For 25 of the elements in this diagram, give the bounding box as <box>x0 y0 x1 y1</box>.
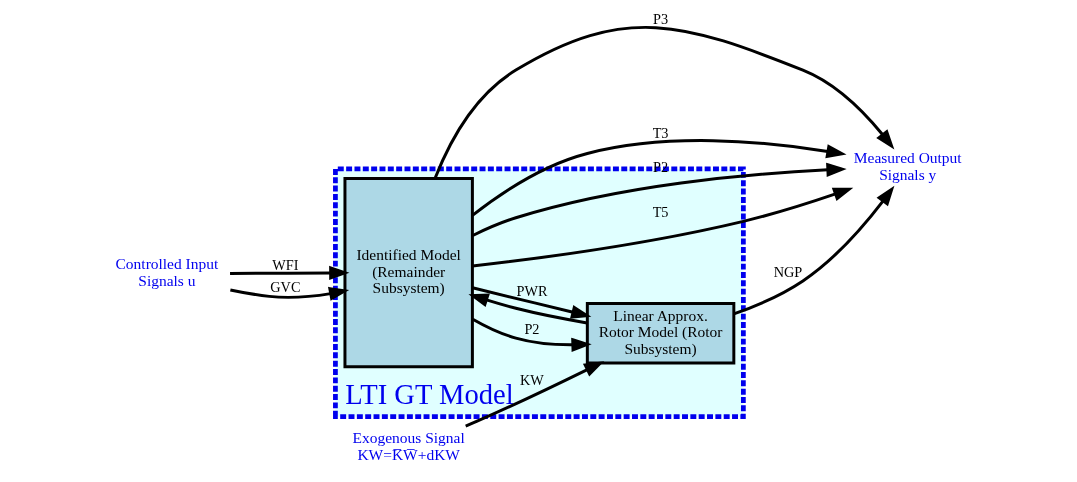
node-box: Identified Model (Remainder Subsystem) <box>343 177 474 369</box>
arrow <box>471 139 847 217</box>
arrow <box>733 185 895 316</box>
edge-label: NGP <box>773 263 803 280</box>
arrow <box>472 187 854 268</box>
edge-label: WFI <box>272 256 299 273</box>
arrow <box>472 162 847 237</box>
edge-label: GVC <box>270 279 301 296</box>
node-text: Measured Output Signals y <box>853 149 962 184</box>
node-text: Controlled Input Signals u <box>115 255 219 290</box>
edge-label: T3 <box>652 124 669 141</box>
edge-label: P2 <box>524 321 540 338</box>
arrow <box>465 361 605 428</box>
edge-label: KW <box>520 372 544 389</box>
edge-label: P3 <box>653 11 669 28</box>
arrow <box>468 293 588 325</box>
arrow <box>433 26 895 179</box>
arrow <box>230 286 350 301</box>
edge-label: T5 <box>652 204 669 221</box>
node-box: Linear Approx. Rotor Model (Rotor Subsystem) <box>585 302 736 365</box>
arrow <box>472 317 592 352</box>
arrow <box>230 265 350 281</box>
node-text: Exogenous Signal KW=K̅W̅+dKW <box>352 429 465 464</box>
arrow <box>472 286 592 319</box>
edge-label: PWR <box>516 282 548 299</box>
